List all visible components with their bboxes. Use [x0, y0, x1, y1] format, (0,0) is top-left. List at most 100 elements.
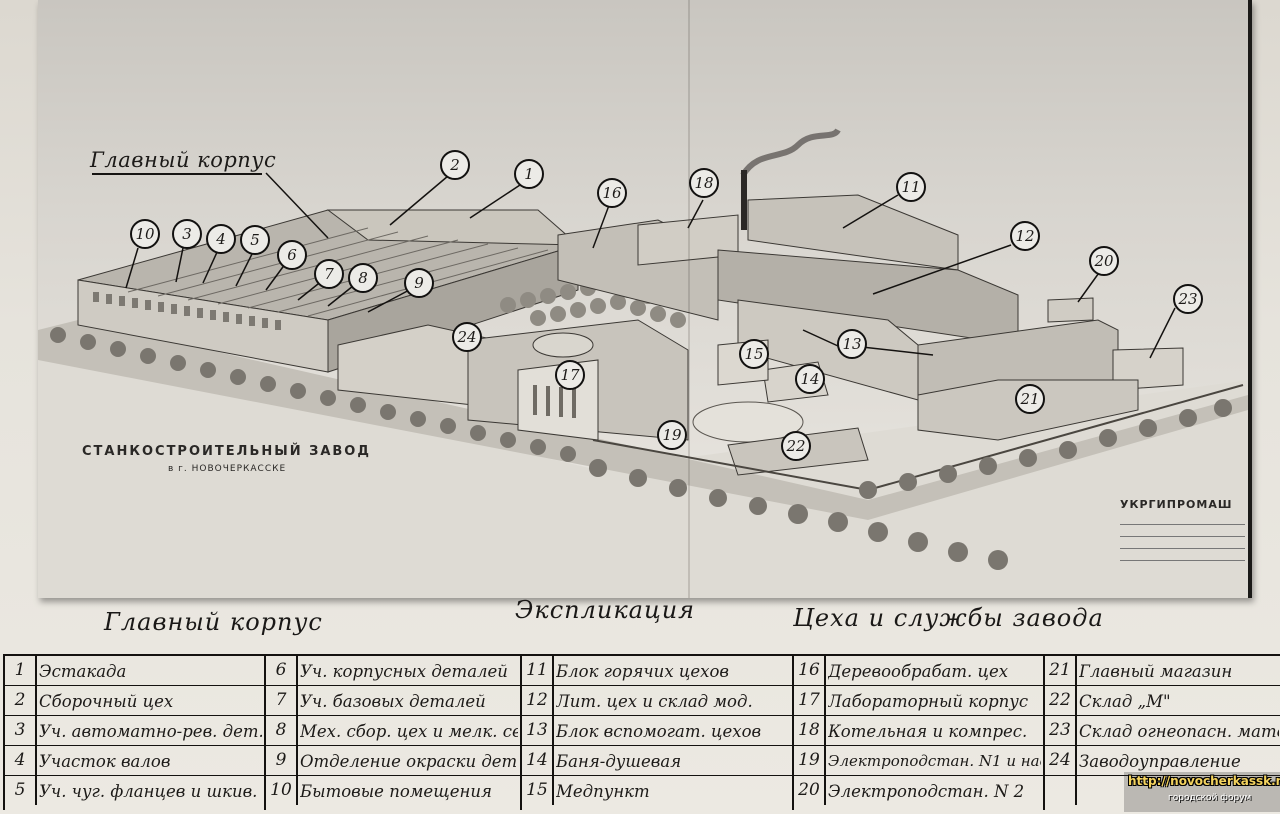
- organization-name: УКРГИПРОМАШ: [1120, 498, 1233, 511]
- legend-text: Котельная и компрес.: [828, 722, 1028, 741]
- legend-text: Медпункт: [556, 782, 650, 801]
- legend-number: 4: [5, 746, 37, 775]
- callout-6: 6: [277, 240, 307, 270]
- legend-number: 3: [5, 716, 37, 745]
- callout-3: 3: [172, 219, 202, 249]
- heading-workshops: Цеха и службы завода: [793, 604, 1104, 632]
- legend-text: Электроподстан. N 2: [828, 782, 1025, 801]
- callout-18: 18: [689, 168, 719, 198]
- signature-line: [1120, 550, 1245, 561]
- legend-number: 10: [266, 776, 298, 805]
- main-building-underline: [92, 173, 262, 175]
- legend-number: 6: [266, 656, 298, 685]
- legend-text: Уч. автоматно-рев. дет.: [39, 722, 262, 741]
- legend-number: 21: [1045, 656, 1077, 685]
- legend-number: 15: [522, 776, 554, 805]
- legend-text: Участок валов: [39, 752, 171, 771]
- legend-text: Лабораторный корпус: [828, 692, 1029, 711]
- legend-text: Склад огнеопасн. матер.: [1079, 722, 1279, 741]
- legend-text: Главный магазин: [1079, 662, 1233, 681]
- legend-text: Бытовые помещения: [300, 782, 492, 801]
- callout-19: 19: [657, 420, 687, 450]
- legend-text: Эстакада: [39, 662, 127, 681]
- legend-number: 20: [794, 776, 826, 805]
- legend-row: [1045, 776, 1280, 805]
- legend-text: Сборочный цех: [39, 692, 174, 711]
- watermark-subtitle: городской форум: [1168, 793, 1252, 803]
- plant-illustration: [38, 128, 1248, 598]
- legend-number: 16: [794, 656, 826, 685]
- legend-text: Заводоуправление: [1079, 752, 1241, 771]
- legend-number: 7: [266, 686, 298, 715]
- callout-16: 16: [597, 178, 627, 208]
- legend-text: Склад „М": [1079, 692, 1171, 711]
- legend-number: 24: [1045, 746, 1077, 775]
- plant-title: СТАНКОСТРОИТЕЛЬНЫЙ ЗАВОД: [82, 444, 371, 459]
- legend-number: 8: [266, 716, 298, 745]
- heading-explication: Экспликация: [515, 596, 696, 624]
- photo-fold-crease: [688, 0, 690, 598]
- legend-text: Блок вспомогат. цехов: [556, 722, 762, 741]
- signature-line: [1120, 514, 1245, 525]
- legend-number: [1045, 776, 1077, 805]
- legend-text: Мех. сбор. цех и мелк. сер.: [300, 722, 518, 741]
- legend-number: 19: [794, 746, 826, 775]
- legend-number: 22: [1045, 686, 1077, 715]
- callout-23: 23: [1173, 284, 1203, 314]
- legend-number: 9: [266, 746, 298, 775]
- callout-14: 14: [795, 364, 825, 394]
- legend-text: Уч. корпусных деталей: [300, 662, 508, 681]
- legend-text: Лит. цех и склад мод.: [556, 692, 753, 711]
- callout-9: 9: [404, 268, 434, 298]
- callout-13: 13: [837, 329, 867, 359]
- callout-1: 1: [514, 159, 544, 189]
- legend-text: Уч. чуг. фланцев и шкив.: [39, 782, 258, 801]
- legend-number: 13: [522, 716, 554, 745]
- legend-text: Электроподстан. N1 и насос.: [828, 752, 1041, 770]
- callout-4: 4: [206, 224, 236, 254]
- legend-number: 2: [5, 686, 37, 715]
- watermark-url: http://novocherkassk.net/: [1128, 774, 1280, 788]
- callout-8: 8: [348, 263, 378, 293]
- callout-17: 17: [555, 360, 585, 390]
- callout-2: 2: [440, 150, 470, 180]
- legend-number: 12: [522, 686, 554, 715]
- callout-22: 22: [781, 431, 811, 461]
- signature-line: [1120, 526, 1245, 537]
- legend-text: Деревообрабат. цех: [828, 662, 1009, 681]
- legend-text: Отделение окраски дет.: [300, 752, 518, 771]
- watermark-backdrop: [1124, 772, 1280, 812]
- legend-number: 5: [5, 776, 37, 805]
- legend-text: Блок горячих цехов: [556, 662, 729, 681]
- callout-15: 15: [739, 339, 769, 369]
- callout-20: 20: [1089, 246, 1119, 276]
- legend-number: 1: [5, 656, 37, 685]
